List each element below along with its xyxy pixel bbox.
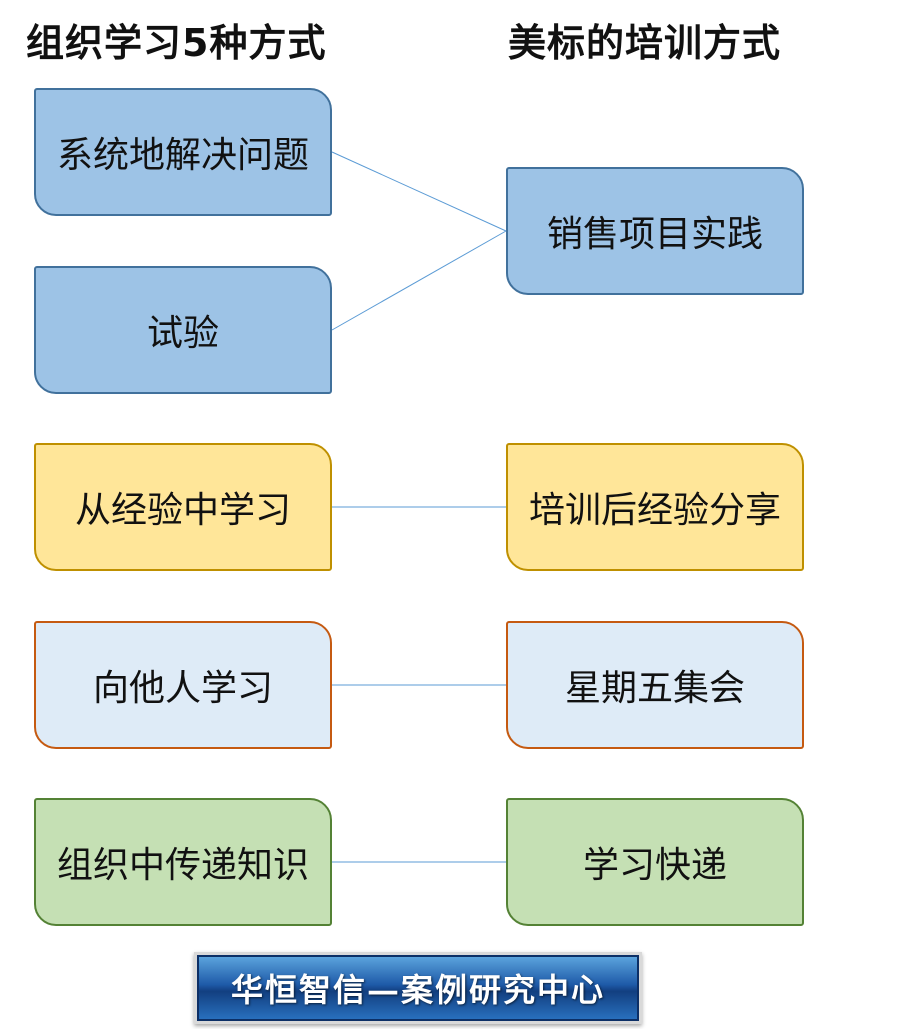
right-box-sales-project-practice: 销售项目实践	[506, 167, 804, 295]
right-box-learning-express: 学习快递	[506, 798, 804, 926]
connector-line-2	[331, 230, 507, 331]
banner-text: 华恒智信—案例研究中心	[230, 971, 605, 1009]
left-box-learn-from-others: 向他人学习	[34, 621, 332, 749]
right-box-friday-meeting: 星期五集会	[506, 621, 804, 749]
left-box-system-problem-solving: 系统地解决问题	[34, 88, 332, 216]
left-box-experiment: 试验	[34, 266, 332, 394]
left-heading: 组织学习5种方式	[26, 21, 327, 65]
connector-line-1	[331, 151, 507, 232]
right-box-post-training-sharing: 培训后经验分享	[506, 443, 804, 571]
right-heading: 美标的培训方式	[508, 21, 782, 65]
footer-banner: 华恒智信—案例研究中心	[194, 952, 642, 1024]
left-box-learn-from-experience: 从经验中学习	[34, 443, 332, 571]
left-box-transfer-knowledge: 组织中传递知识	[34, 798, 332, 926]
